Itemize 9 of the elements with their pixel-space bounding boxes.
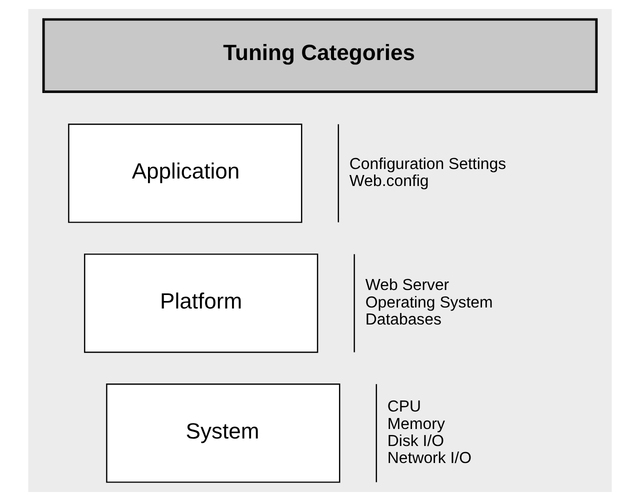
node-label: Web.config — [348, 172, 428, 190]
node-label: Network I/O — [386, 450, 471, 467]
node-label: Databases — [364, 311, 441, 328]
node-label: Operating System — [364, 294, 492, 311]
node-label: Memory — [386, 415, 444, 432]
node-label: Configuration Settings — [348, 155, 506, 172]
node-label: Web Server — [364, 276, 449, 294]
node-label: Disk I/O — [386, 432, 444, 450]
node-label: CPU — [386, 398, 421, 416]
